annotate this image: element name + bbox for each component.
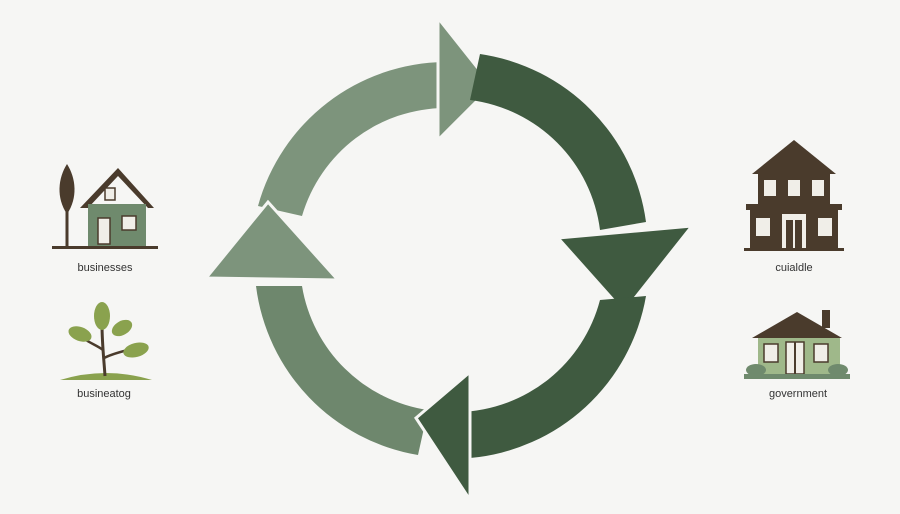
label-bottom-right: government xyxy=(768,388,828,400)
two-story-house-icon xyxy=(744,140,844,251)
cycle-arrow-bottom xyxy=(460,296,646,458)
cycle-arrowhead-top xyxy=(436,13,495,144)
cycle-arrow-right xyxy=(470,54,646,230)
cycle-arrow-top xyxy=(258,62,445,216)
label-top-right: cuialdle xyxy=(775,262,813,274)
cycle-arrowhead-bottom xyxy=(414,368,472,506)
cycle-arrowhead-left xyxy=(202,199,342,282)
label-top-left: businesses xyxy=(77,262,133,274)
sprout-icon xyxy=(60,302,152,380)
cottage-icon xyxy=(744,310,850,379)
cycle-arrowhead-right xyxy=(554,224,696,315)
label-bottom-left: busineatog xyxy=(77,388,131,400)
cycle-arrow-left xyxy=(256,286,428,455)
house-with-tree-icon xyxy=(52,164,158,249)
